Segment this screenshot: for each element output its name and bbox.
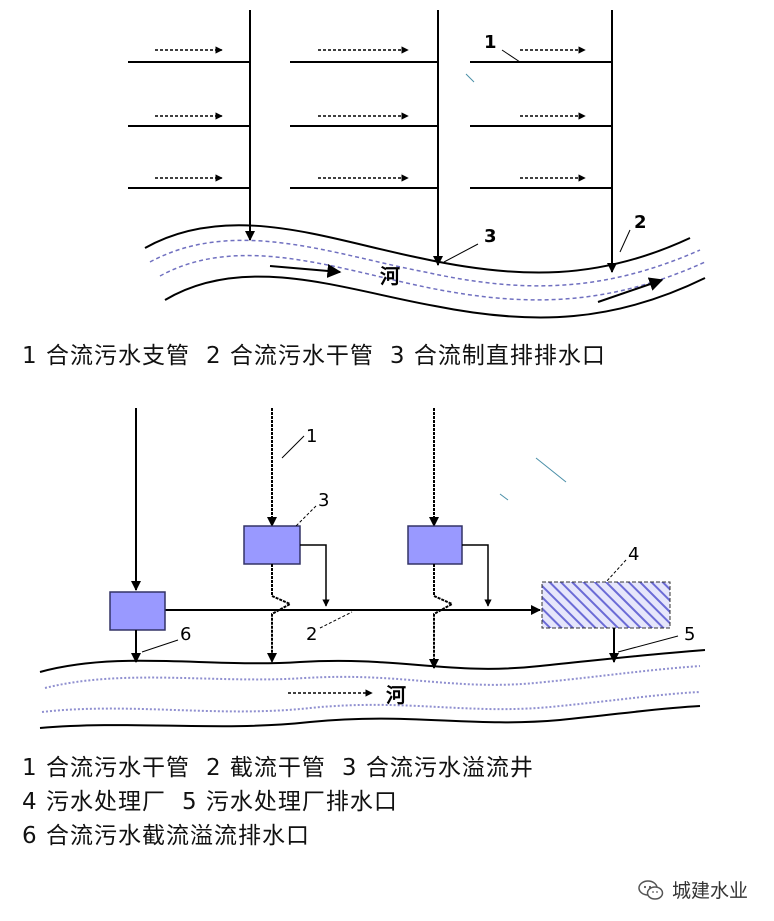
label-5-fig2: 5 (684, 624, 695, 645)
caption-item: 4 污水处理厂 (22, 789, 166, 815)
river-label-2: 河 (386, 683, 406, 707)
leader-2 (619, 229, 631, 253)
caption-item: 1 合流污水支管 (22, 343, 190, 369)
caption-item: 3 合流污水溢流井 (341, 755, 534, 781)
leader-2-4 (605, 559, 627, 583)
caption-item: 2 合流污水干管 (205, 343, 374, 369)
overflow-outlet-mid (267, 564, 293, 663)
stray-mark-3 (465, 73, 475, 83)
figure1-combined-direct-discharge: 河 1 2 3 (128, 10, 706, 319)
leader-2-5 (617, 635, 679, 653)
label-2-fig1: 2 (634, 212, 647, 233)
label-6-fig2: 6 (180, 624, 191, 645)
stray-mark-2 (499, 493, 509, 501)
figure2-caption-line-2: 4 污水处理厂 5 污水处理厂排水口 (22, 782, 398, 816)
overflow-well-right (407, 525, 463, 565)
label-3-fig2: 3 (318, 490, 329, 511)
label-1-fig2: 1 (306, 426, 317, 447)
figure1-caption: 1 合流污水支管 2 合流污水干管 3 合流制直排排水口 (22, 336, 606, 370)
overflow-well-mid (243, 525, 301, 565)
figure2-interception-system: 河 1 3 2 4 5 6 (39, 73, 706, 729)
caption-item: 3 合流制直排排水口 (389, 343, 606, 369)
river-flow-arrow-1b (597, 277, 664, 303)
overflow-outlet-right (429, 564, 455, 669)
figure2-caption-line-1: 1 合流污水干管 2 截流干管 3 合流污水溢流井 (22, 748, 534, 782)
branch-flow-arrows (155, 46, 586, 182)
river-flow-arrow-1a (269, 263, 342, 278)
label-3-fig1: 3 (484, 226, 497, 247)
river-label-1: 河 (380, 264, 400, 288)
label-1-fig1: 1 (484, 32, 497, 53)
figure2-caption-line-3: 6 合流污水截流溢流排水口 (22, 816, 310, 850)
label-2-fig2: 2 (306, 624, 317, 645)
river-2 (39, 649, 706, 729)
caption-item: 1 合流污水干管 (22, 755, 190, 781)
river-1 (144, 224, 706, 319)
treatment-plant (541, 581, 671, 629)
stray-mark-1 (535, 457, 567, 483)
branch-pipes (128, 61, 612, 189)
leader-3 (443, 243, 479, 263)
leader-2-1 (281, 435, 305, 459)
leader-2-6 (141, 639, 179, 653)
overflow-well-left (109, 591, 166, 631)
caption-item: 2 截流干管 (205, 755, 326, 781)
well-mid-to-interceptor (300, 544, 330, 607)
wechat-icon (638, 879, 664, 900)
caption-item: 5 污水处理厂排水口 (181, 789, 398, 815)
watermark-text: 城建水业 (671, 880, 748, 902)
watermark: 城建水业 (638, 876, 748, 903)
well-right-to-interceptor (462, 544, 492, 607)
caption-item: 6 合流污水截流溢流排水口 (22, 823, 310, 849)
leader-1 (501, 49, 521, 63)
leader-2-3 (295, 505, 317, 527)
label-4-fig2: 4 (628, 544, 639, 565)
leader-2-2 (319, 611, 353, 629)
